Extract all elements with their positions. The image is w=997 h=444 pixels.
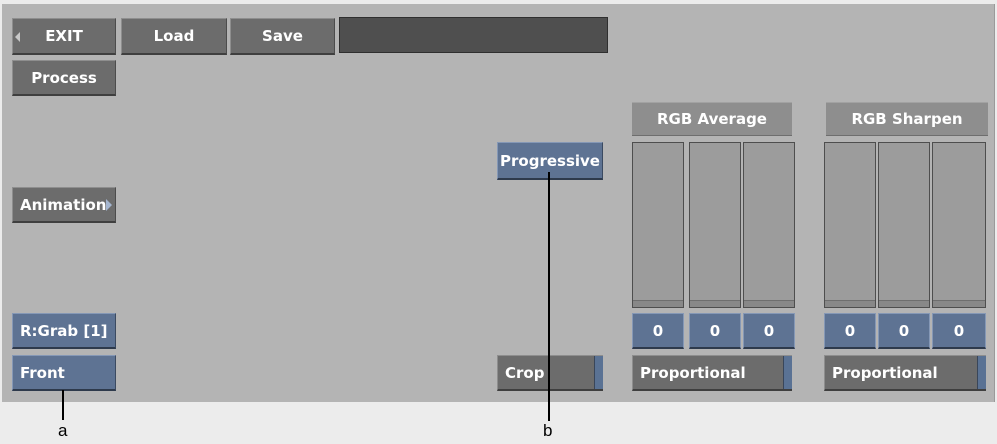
grab-button[interactable]: R:Grab [1] <box>12 313 116 349</box>
rgb-sharpen-blue-value[interactable]: 0 <box>932 313 986 349</box>
progressive-button[interactable]: Progressive <box>497 142 603 180</box>
status-message-field <box>339 17 608 53</box>
control-panel: EXIT Load Save Process Animation R:Grab … <box>2 4 995 402</box>
rgb-sharpen-red-slider[interactable] <box>824 142 876 308</box>
rgb-average-red-value[interactable]: 0 <box>632 313 684 349</box>
rgb-sharpen-green-value[interactable]: 0 <box>878 313 930 349</box>
back-arrow-icon <box>15 32 20 42</box>
process-button[interactable]: Process <box>12 60 116 96</box>
rgb-average-blue-value[interactable]: 0 <box>743 313 795 349</box>
rgb-sharpen-blue-slider[interactable] <box>932 142 986 308</box>
crop-dropdown[interactable]: Crop <box>497 355 603 391</box>
callout-a-line <box>62 390 64 420</box>
rgb-sharpen-green-slider[interactable] <box>878 142 930 308</box>
rgb-average-blue-slider[interactable] <box>743 142 795 308</box>
rgb-sharpen-red-value[interactable]: 0 <box>824 313 876 349</box>
rgb-average-green-slider[interactable] <box>689 142 741 308</box>
animation-button[interactable]: Animation <box>12 187 116 223</box>
load-button[interactable]: Load <box>121 18 227 55</box>
dropdown-handle <box>783 356 792 389</box>
front-button[interactable]: Front <box>12 355 116 391</box>
callout-b-label: b <box>543 421 553 440</box>
rgb-average-mode-label: Proportional <box>640 363 746 382</box>
rgb-sharpen-mode-label: Proportional <box>832 363 938 382</box>
rgb-average-green-value[interactable]: 0 <box>689 313 741 349</box>
expand-arrow-icon <box>106 199 112 211</box>
crop-label: Crop <box>505 363 545 382</box>
dropdown-handle <box>977 356 986 389</box>
callout-b-line <box>548 172 550 421</box>
rgb-average-title: RGB Average <box>632 102 792 136</box>
dropdown-handle <box>594 356 603 389</box>
animation-label: Animation <box>20 195 107 214</box>
rgb-average-mode-dropdown[interactable]: Proportional <box>632 355 792 391</box>
rgb-sharpen-mode-dropdown[interactable]: Proportional <box>824 355 986 391</box>
rgb-sharpen-title: RGB Sharpen <box>826 102 988 136</box>
rgb-average-red-slider[interactable] <box>632 142 684 308</box>
exit-button[interactable]: EXIT <box>12 18 116 55</box>
exit-label: EXIT <box>45 27 83 45</box>
callout-a-label: a <box>58 421 68 440</box>
save-button[interactable]: Save <box>230 18 335 55</box>
